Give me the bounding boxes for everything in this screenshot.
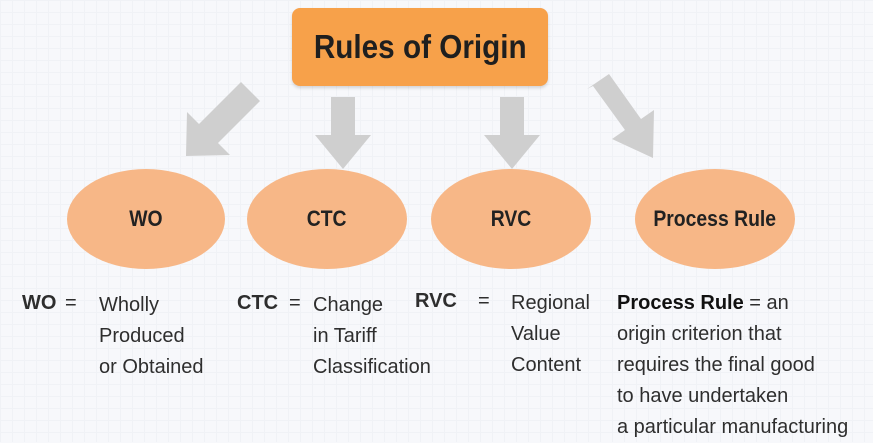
node-label: Process Rule: [653, 206, 777, 231]
def-process-rule-line-3: to have undertaken: [617, 385, 789, 407]
title-box: Rules of Origin: [292, 8, 548, 86]
def-ctc-line-1: Change: [313, 294, 384, 316]
def-process-rule-text: Process Rule = an origin criterion that …: [617, 288, 848, 443]
def-ctc-abbr: CTC: [237, 292, 279, 314]
def-ctc-line-3: Classification: [313, 356, 431, 378]
def-process-rule-line-1: origin criterion that: [617, 323, 782, 345]
def-rvc-text: Regional Value Content: [511, 288, 590, 381]
def-wo-line-1: Wholly: [99, 294, 160, 316]
def-wo-line-3: or Obtained: [99, 356, 204, 378]
node-ctc: CTC: [247, 169, 407, 269]
node-label: CTC: [307, 206, 347, 231]
node-label: WO: [129, 206, 163, 231]
def-process-rule-line-2: requires the final good: [617, 354, 815, 376]
def-process-rule-equals: = an: [749, 292, 789, 314]
def-rvc-line-2: Value: [511, 323, 561, 345]
def-wo-equals: =: [65, 292, 77, 314]
arrow-to-wo: [186, 82, 262, 156]
def-ctc-text: Change in Tariff Classification: [313, 290, 431, 383]
node-wo: WO: [67, 169, 225, 269]
def-process-rule-line-0: Process Rule = an: [617, 288, 848, 319]
def-process-rule-abbr: Process Rule: [617, 292, 744, 314]
def-rvc-abbr: RVC: [415, 290, 457, 312]
node-process-rule: Process Rule: [635, 169, 795, 269]
def-rvc-line-3: Content: [511, 354, 582, 376]
def-rvc-line-1: Regional: [511, 292, 590, 314]
def-wo-line-2: Produced: [99, 325, 185, 347]
node-rvc: RVC: [431, 169, 591, 269]
arrow-to-ctc: [315, 97, 371, 169]
def-wo-abbr: WO: [22, 292, 57, 314]
arrow-to-process-rule: [587, 74, 654, 158]
def-process-rule-line-4: a particular manufacturing: [617, 416, 849, 438]
def-wo-text: Wholly Produced or Obtained: [99, 290, 204, 383]
def-ctc-line-2: in Tariff: [313, 325, 377, 347]
def-rvc-equals: =: [478, 290, 490, 312]
diagram-title: Rules of Origin: [313, 28, 527, 65]
node-label: RVC: [490, 206, 532, 231]
arrow-to-rvc: [484, 97, 540, 169]
def-ctc-equals: =: [289, 292, 301, 314]
